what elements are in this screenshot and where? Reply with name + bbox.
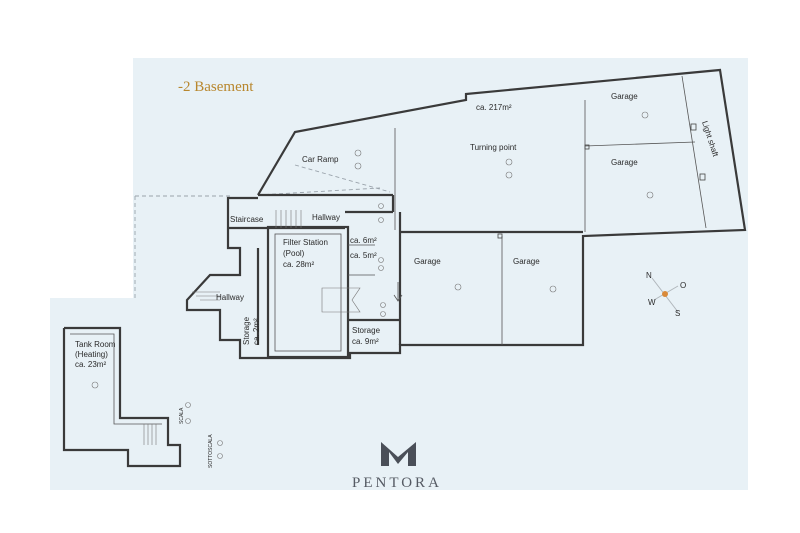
- label-hallway-left: Hallway: [216, 293, 244, 302]
- light-shaft-line: [681, 75, 707, 229]
- pillar: [690, 123, 697, 131]
- pillar: [584, 144, 590, 150]
- label-area-6: ca. 6m²: [350, 236, 377, 245]
- garage-divider-h: [584, 141, 696, 147]
- compass-n: N: [646, 271, 652, 280]
- label-garage-left: Garage: [414, 257, 441, 266]
- pillar: [497, 233, 503, 239]
- label-storage-small-area: ca. 2m²: [252, 318, 261, 345]
- label-area-217: ca. 217m²: [476, 103, 512, 112]
- label-area-5: ca. 5m²: [350, 251, 377, 260]
- label-scala: SCALA: [179, 407, 185, 424]
- pentora-logo-icon: [381, 442, 416, 466]
- label-storage-main: Storage: [352, 326, 381, 335]
- label-car-ramp: Car Ramp: [302, 155, 339, 164]
- compass-s: S: [675, 309, 680, 318]
- plan-title: -2 Basement: [178, 79, 254, 95]
- staircase-steps: [192, 210, 302, 301]
- label-garage-top: Garage: [611, 92, 638, 101]
- label-tank-heating: (Heating): [75, 350, 108, 359]
- brand-name: PENTORA: [352, 475, 442, 491]
- filter-station-inner: [274, 233, 342, 352]
- garage-arrow-head: [393, 294, 403, 302]
- ceiling-fixtures: [91, 111, 654, 459]
- label-turning-point: Turning point: [470, 143, 517, 152]
- label-garage-mid: Garage: [611, 158, 638, 167]
- tank-room-stairs: [143, 424, 157, 445]
- tank-room-walls: [62, 326, 182, 468]
- label-garage-right: Garage: [513, 257, 540, 266]
- tank-room-inner: [70, 333, 162, 425]
- filter-equipment: [321, 287, 361, 313]
- compass-o: O: [680, 281, 686, 290]
- ramp-dashed-outline-2: [257, 187, 381, 196]
- label-filter-pool: (Pool): [283, 249, 305, 258]
- label-filter-station: Filter Station: [283, 238, 328, 247]
- compass-w: W: [648, 298, 656, 307]
- pillar: [699, 173, 706, 181]
- label-staircase: Staircase: [230, 215, 264, 224]
- label-sottoscala: SOTTOSCALA: [208, 434, 214, 468]
- ramp-dashed-outline: [294, 164, 391, 193]
- label-hallway-top: Hallway: [312, 213, 340, 222]
- label-storage-small: Storage: [242, 316, 251, 345]
- label-filter-area: ca. 28m²: [283, 260, 314, 269]
- compass-rose: [651, 277, 679, 313]
- plan-background-left: [50, 298, 134, 490]
- label-tank-room: Tank Room: [75, 340, 116, 349]
- label-storage-main-area: ca. 9m²: [352, 337, 379, 346]
- label-tank-area: ca. 23m²: [75, 360, 106, 369]
